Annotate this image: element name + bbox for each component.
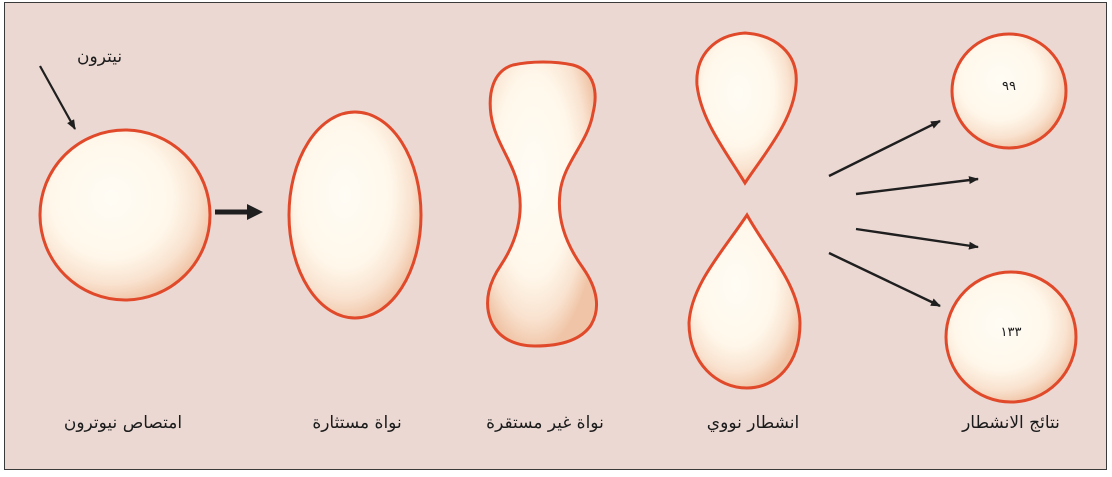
product-arrow-1: [829, 121, 940, 176]
product-arrow-2: [856, 179, 978, 194]
diagram-frame: نيترون ٩٩ ١٣٣ امتصاص نيوترون نواة مستثار…: [4, 2, 1107, 470]
product-arrow-3: [856, 229, 978, 247]
stage-label-excited-nucleus: نواة مستثارة: [247, 413, 467, 433]
fragment-mass-bottom: ١٣٣: [981, 325, 1041, 340]
nucleus-unstable: [488, 62, 597, 346]
fission-diagram: [5, 3, 1106, 469]
nucleus-absorbing: [40, 130, 210, 300]
stage-arrow-icon: [215, 204, 263, 220]
stage-label-unstable-nucleus: نواة غير مستقرة: [435, 413, 655, 433]
stage-label-fission-products: نتائج الانشطار: [901, 413, 1107, 433]
nucleus-excited: [289, 112, 421, 318]
neutron-label: نيترون: [77, 47, 122, 67]
stage-label-nuclear-fission: انشطار نووي: [643, 413, 863, 433]
stage-label-neutron-absorption: امتصاص نيوترون: [13, 413, 233, 433]
fission-fragment-top: [697, 33, 796, 183]
product-arrow-4: [829, 253, 940, 306]
fission-fragment-bottom: [689, 215, 800, 388]
neutron-arrow: [40, 66, 75, 129]
fragment-mass-top: ٩٩: [979, 79, 1039, 94]
